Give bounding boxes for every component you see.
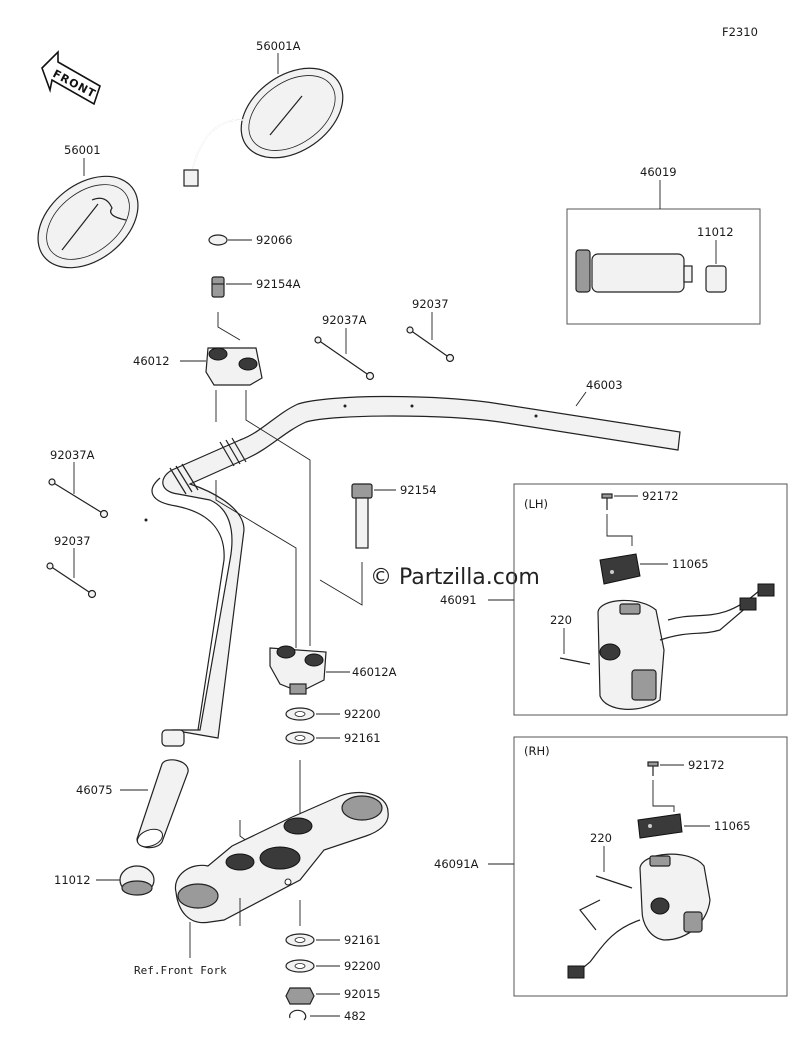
ref-front-fork: Ref.Front Fork [134,964,227,977]
washer-92200-upper[interactable] [285,707,315,721]
cover-11065-rh[interactable] [637,813,683,839]
holder-upper-46012[interactable] [205,347,263,386]
grip-end-cap-box[interactable] [705,265,727,293]
rh-group-label: (RH) [524,744,550,758]
screw-92172-rh[interactable] [647,761,659,776]
screw-220-rh[interactable] [595,875,633,889]
label-46019: 46019 [640,165,677,179]
pin-92037-left[interactable] [46,562,97,599]
screw-220-lh[interactable] [559,657,591,665]
handlebar[interactable] [144,395,681,747]
switch-housing-rh[interactable] [567,853,711,979]
label-56001: 56001 [64,143,101,157]
washer-92161-lower[interactable] [285,933,315,947]
washer-92200-lower[interactable] [285,959,315,973]
label-46091A: 46091A [434,857,479,871]
label-11065-lh: 11065 [672,557,709,571]
label-92037A-top: 92037A [322,313,367,327]
label-46003: 46003 [586,378,623,392]
pin-92037-top[interactable] [406,326,455,363]
grip-assembly-box [566,208,761,325]
label-92015: 92015 [344,987,381,1001]
label-46012A: 46012A [352,665,397,679]
end-cap-11012[interactable] [119,865,155,896]
figure-code: F2310 [722,25,758,39]
label-92037-left: 92037 [54,534,91,548]
label-11012: 11012 [54,873,91,887]
pin-92037A-top[interactable] [314,336,375,381]
label-92172-lh: 92172 [642,489,679,503]
cover-11065-lh[interactable] [599,553,641,585]
cap-92066[interactable] [208,234,228,246]
mirror-right[interactable] [183,50,360,187]
label-220-rh: 220 [590,831,612,845]
label-220-lh: 220 [550,613,572,627]
label-46075: 46075 [76,783,113,797]
label-482: 482 [344,1009,366,1023]
label-92200-a: 92200 [344,707,381,721]
label-56001A: 56001A [256,39,301,53]
label-92154: 92154 [400,483,437,497]
front-arrow-icon: FRONT [41,50,101,106]
upper-triple-clamp[interactable] [174,791,389,924]
holder-lower-46012A[interactable] [269,645,327,695]
switch-housing-lh[interactable] [597,583,775,710]
grip-46075[interactable] [135,759,189,850]
mirror-left[interactable] [20,158,155,287]
nut-92015[interactable] [285,987,315,1005]
screw-92172-lh[interactable] [601,493,613,510]
label-92154A: 92154A [256,277,301,291]
label-46012: 46012 [133,354,170,368]
bolt-92154A[interactable] [211,276,225,298]
bolt-92154[interactable] [351,483,373,549]
label-92161-a: 92161 [344,731,381,745]
lh-switch-box [513,483,788,716]
throttle-grip[interactable] [575,249,693,293]
lh-group-label: (LH) [524,497,548,511]
watermark: © Partzilla.com [370,565,540,590]
label-92161-b: 92161 [344,933,381,947]
label-92037-top: 92037 [412,297,449,311]
label-11065-rh: 11065 [714,819,751,833]
pin-92037A-left[interactable] [48,478,109,519]
label-92172-rh: 92172 [688,758,725,772]
label-92066: 92066 [256,233,293,247]
label-92200-b: 92200 [344,959,381,973]
label-92037A-left: 92037A [50,448,95,462]
washer-92161-upper[interactable] [285,731,315,745]
rh-switch-box [513,736,788,997]
clip-482[interactable] [289,1009,307,1021]
label-11012-box: 11012 [697,225,734,239]
label-46091: 46091 [440,593,477,607]
